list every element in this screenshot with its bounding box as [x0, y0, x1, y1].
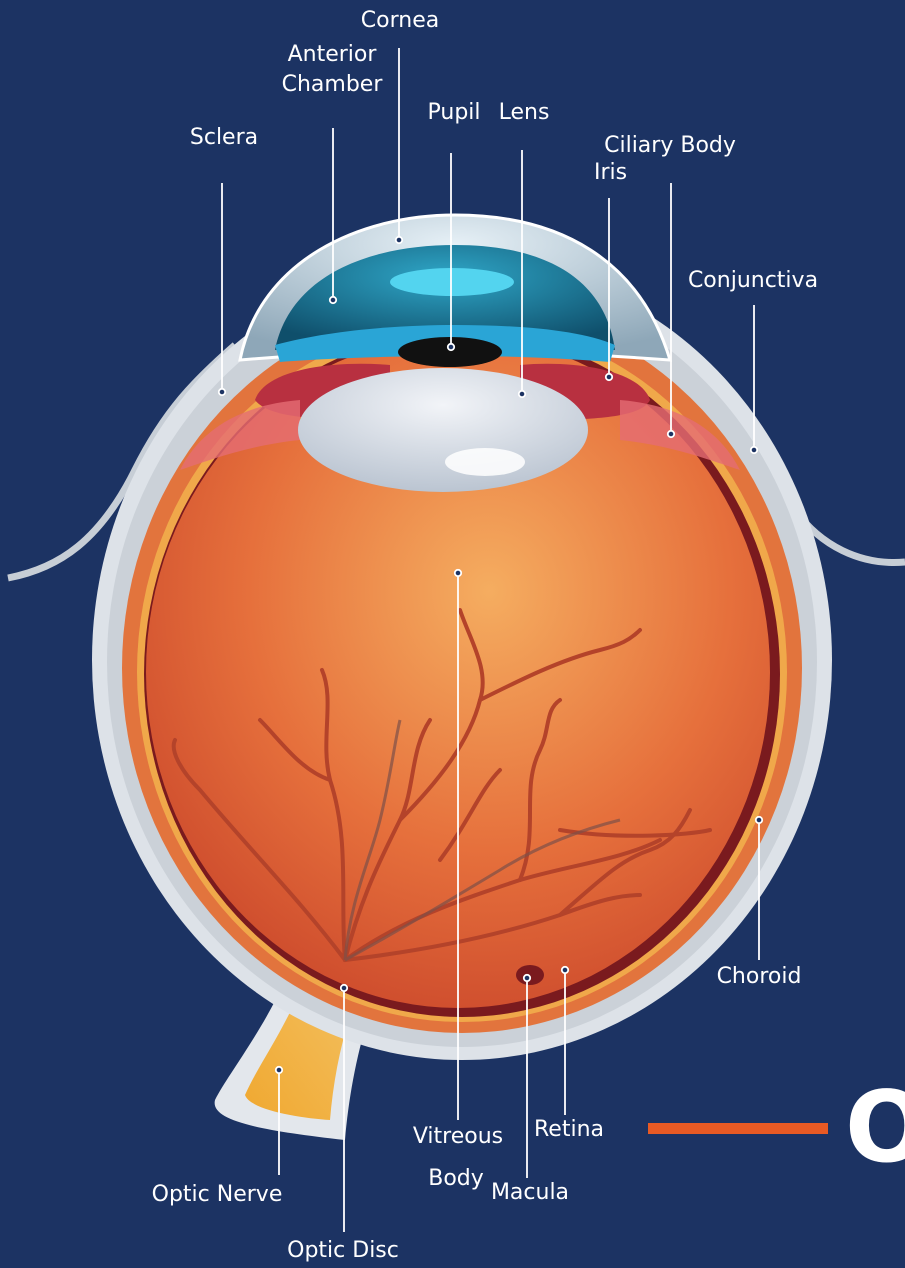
- anterior-chamber-dot: [330, 297, 336, 303]
- label-optic-nerve: Optic Nerve: [152, 1182, 283, 1208]
- label-vitreous: Vitreous: [413, 1124, 503, 1150]
- optic-disc-dot: [341, 985, 347, 991]
- retina-dot: [562, 967, 568, 973]
- label-macula: Macula: [491, 1180, 569, 1206]
- label-lens: Lens: [499, 100, 550, 126]
- sclera-dot: [219, 389, 225, 395]
- label-sclera: Sclera: [190, 125, 258, 151]
- label-anterior-chamber: Anterior Chamber: [282, 40, 383, 100]
- label-retina: Retina: [534, 1117, 604, 1143]
- vitreous-dot: [455, 570, 461, 576]
- ciliary-body-dot: [668, 431, 674, 437]
- choroid-dot: [756, 817, 762, 823]
- label-cornea: Cornea: [361, 8, 439, 34]
- optic-nerve-dot: [276, 1067, 282, 1073]
- lens-dot: [519, 391, 525, 397]
- partial-title-text: O: [845, 1078, 905, 1178]
- macula: [516, 965, 544, 985]
- pupil: [398, 337, 502, 367]
- label-optic-disc: Optic Disc: [287, 1238, 399, 1264]
- label-ciliary-body: Ciliary Body: [604, 133, 736, 159]
- label-vitreous-body: Body: [428, 1166, 484, 1192]
- label-conjunctiva: Conjunctiva: [688, 268, 818, 294]
- iris-dot: [606, 374, 612, 380]
- label-iris: Iris: [594, 160, 627, 186]
- macula-dot: [524, 975, 530, 981]
- label-choroid: Choroid: [717, 964, 802, 990]
- label-pupil: Pupil: [427, 100, 480, 126]
- lens: [298, 368, 588, 492]
- pupil-dot: [448, 344, 454, 350]
- cornea-dot: [396, 237, 402, 243]
- conjunctiva-dot: [751, 447, 757, 453]
- accent-bar: [648, 1123, 828, 1134]
